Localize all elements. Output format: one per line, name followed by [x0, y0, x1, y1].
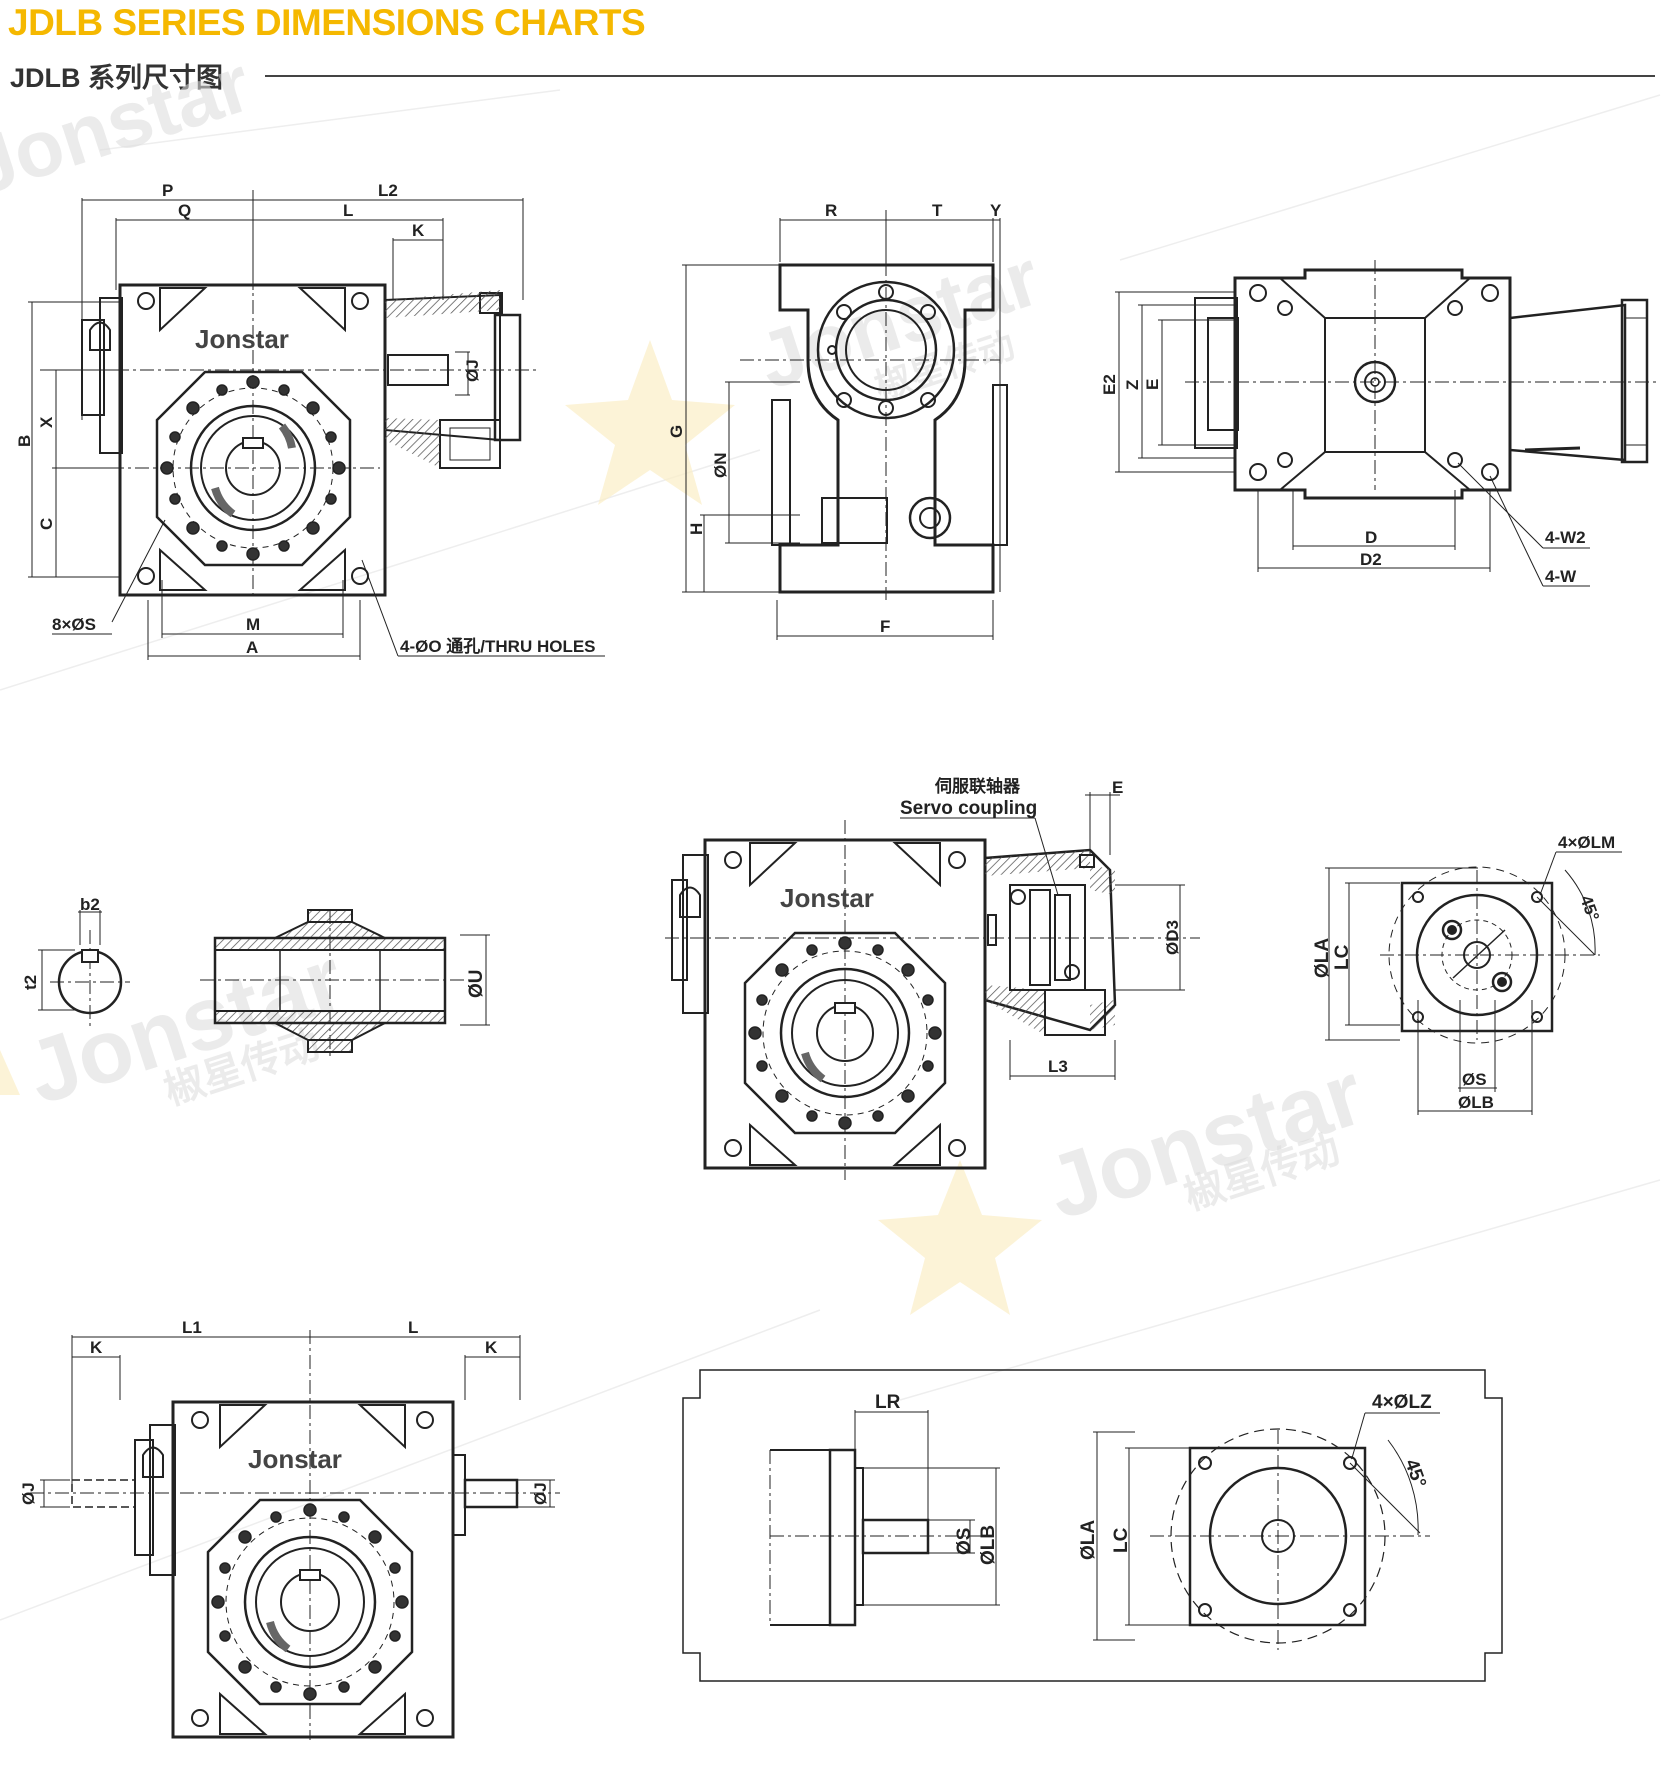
front-view-labels: Jonstar P L2 Q L K ØJ B X C M A 8×ØS 4-Ø…: [15, 181, 605, 657]
dim-l3: L3: [1048, 1057, 1068, 1076]
dim-p: P: [162, 181, 173, 200]
watermark-star-1: [565, 340, 735, 505]
dim-y: Y: [990, 201, 1002, 220]
brand-logo-2: Jonstar: [780, 883, 874, 913]
note-4lz: 4×ØLZ: [1372, 1392, 1432, 1413]
dim-olb-small: ØLB: [1458, 1093, 1494, 1112]
page-subtitle: JDLB 系列尺寸图: [10, 63, 224, 93]
dim-g: G: [667, 425, 686, 438]
title-rule: [265, 75, 1655, 77]
double-shaft-labels: Jonstar L1 L K K ØJ ØJ: [19, 1318, 550, 1505]
dim-l: L: [343, 201, 353, 220]
top-view-labels: E2 Z E D D2 4-W2 4-W: [1100, 374, 1590, 587]
dim-ola-motor: ØLA: [1078, 1520, 1099, 1560]
note-8s: 8×ØS: [52, 615, 96, 634]
dim-oj: ØJ: [463, 359, 482, 382]
dim-b2: b2: [80, 895, 100, 914]
page-title: JDLB SERIES DIMENSIONS CHARTS: [8, 2, 646, 43]
coupling-label-en: Servo coupling: [900, 798, 1037, 819]
motor-view: [682, 1369, 1503, 1682]
servo-view-labels: Jonstar 伺服联轴器 Servo coupling E ØD3 L3: [780, 776, 1182, 1076]
dim-r: R: [825, 201, 837, 220]
dim-lr: LR: [875, 1392, 901, 1413]
dim-od3: ØD3: [1163, 920, 1182, 955]
watermark-star-3: [0, 1050, 20, 1095]
angle-45-small: 45°: [1576, 893, 1603, 924]
dim-d: D: [1365, 528, 1377, 547]
dim-h: H: [687, 523, 706, 535]
key-detail-labels: b2 t2 ØU: [21, 895, 487, 998]
double-shaft-view: [30, 1330, 560, 1740]
dim-e2: E2: [1100, 374, 1119, 395]
dim-lc-small: LC: [1332, 944, 1353, 970]
dim-x: X: [37, 416, 56, 428]
note-4w: 4-W: [1545, 567, 1577, 586]
dim-t: T: [932, 201, 943, 220]
dim-oj-left: ØJ: [19, 1482, 38, 1505]
watermark-brand-1: Jonstar: [0, 38, 261, 212]
flange-small: [1325, 866, 1600, 1115]
note-4o: 4-ØO 通孔/THRU HOLES: [400, 637, 596, 656]
brand-logo-3: Jonstar: [248, 1444, 342, 1474]
side-view: [682, 210, 1008, 640]
dim-ola-small: ØLA: [1312, 938, 1333, 978]
dim-on: ØN: [711, 453, 730, 479]
coupling-label-cn: 伺服联轴器: [934, 776, 1021, 796]
dim-f: F: [880, 617, 890, 636]
dim-k: K: [412, 221, 425, 240]
dim-ou: ØU: [466, 970, 487, 999]
watermarks: Jonstar Jonstar 椒星传动 Jonstar 椒星传动 Jonsta…: [0, 38, 1661, 1621]
dim-l2: L2: [378, 181, 398, 200]
dim-e: E: [1143, 379, 1162, 390]
watermark-star-2: [878, 1160, 1042, 1315]
dim-l-ds: L: [408, 1318, 418, 1337]
dim-a: A: [246, 638, 258, 657]
dim-z: Z: [1123, 380, 1142, 390]
dim-os-small: ØS: [1462, 1070, 1487, 1089]
front-view: [28, 190, 540, 660]
dim-c: C: [37, 518, 56, 530]
dim-k-right: K: [485, 1338, 498, 1357]
motor-view-labels: LR ØS ØLB ØLA LC 4×ØLZ 45°: [875, 1392, 1440, 1565]
servo-view: [665, 792, 1200, 1180]
dim-lc-motor: LC: [1111, 1527, 1132, 1553]
flange-small-labels: 4×ØLM 45° ØLA LC ØS ØLB: [1312, 833, 1622, 1112]
note-4lm: 4×ØLM: [1558, 833, 1615, 852]
dim-l1: L1: [182, 1318, 202, 1337]
dim-m: M: [246, 615, 260, 634]
dim-d2: D2: [1360, 550, 1382, 569]
side-view-labels: R T Y G ØN H F: [667, 201, 1002, 636]
dim-k-left: K: [90, 1338, 103, 1357]
dim-servo-e: E: [1112, 778, 1123, 797]
top-view: [1115, 260, 1660, 572]
angle-45-motor: 45°: [1400, 1457, 1430, 1491]
dim-q: Q: [178, 201, 191, 220]
note-4w2: 4-W2: [1545, 528, 1586, 547]
dim-oj-right: ØJ: [531, 1482, 550, 1505]
dim-os-motor: ØS: [954, 1528, 975, 1555]
key-detail: [38, 909, 490, 1060]
brand-logo: Jonstar: [195, 324, 289, 354]
dim-b: B: [15, 435, 34, 447]
dim-t2: t2: [21, 975, 40, 990]
dim-olb-motor: ØLB: [978, 1525, 999, 1565]
